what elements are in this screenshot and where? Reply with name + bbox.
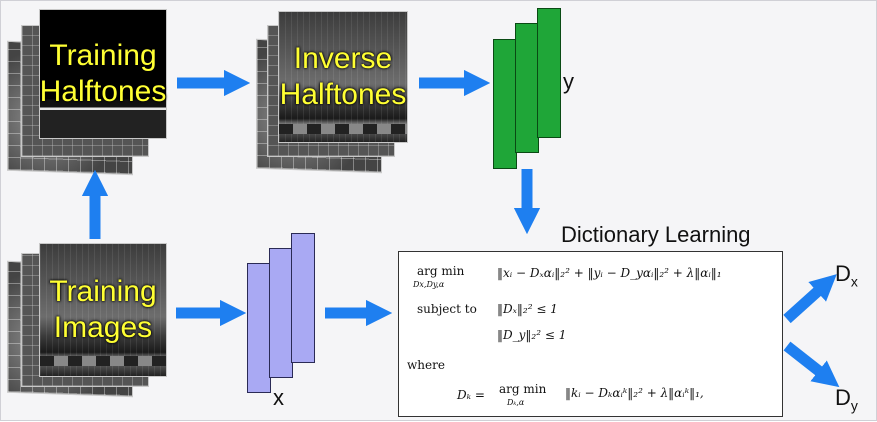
x-label: x	[273, 385, 284, 410]
x-feature-bar-2	[269, 248, 293, 378]
arrow-to-dy	[783, 341, 840, 388]
halftone-sheet-front: Training Halftones	[39, 9, 167, 139]
formula-box: arg min Dx,Dy,α ‖xᵢ − Dₓαᵢ‖₂² + ‖yᵢ − D_…	[398, 251, 783, 417]
inverse-sheet-front: Inverse Halftones	[278, 11, 408, 143]
images-sheet-front: Training Images	[39, 243, 167, 377]
where-text: where	[407, 358, 445, 372]
x-feature-bar-3	[291, 233, 315, 363]
images-stripe	[40, 356, 166, 366]
y-feature-bar-2	[515, 23, 539, 153]
argmin-subscript: Dx,Dy,α	[413, 280, 445, 289]
dy-subscript: y	[850, 397, 858, 414]
dx-label: Dx	[835, 261, 858, 289]
inverse-halftones-label: Inverse Halftones	[279, 42, 407, 111]
training-halftones-label: Training Halftones	[39, 39, 167, 108]
dy-letter: D	[835, 385, 851, 410]
dx-letter: D	[835, 261, 851, 286]
arrow-to-dx	[783, 274, 837, 324]
constraint-dx: ‖Dₓ‖₂² ≤ 1	[497, 302, 558, 316]
y-feature-bar-3	[537, 8, 561, 138]
dk-lhs: Dₖ =	[457, 388, 485, 402]
dy-label: Dy	[835, 385, 858, 413]
dx-subscript: x	[850, 273, 858, 290]
dictionary-learning-title: Dictionary Learning	[561, 222, 751, 247]
dk-argmin-text: arg min	[499, 382, 547, 396]
dk-rhs: ‖kᵢ − Dₖαᵢᵏ‖₂² + λ‖αᵢᵏ‖₁,	[565, 386, 704, 400]
argmin-text: arg min	[417, 264, 465, 278]
x-feature-bar-1	[247, 263, 271, 393]
dk-argmin-subscript: Dₖ,α	[507, 398, 525, 407]
training-images-label: Training Images	[49, 275, 157, 344]
subject-to-text: subject to	[417, 302, 477, 316]
objective-expression: ‖xᵢ − Dₓαᵢ‖₂² + ‖yᵢ − D_yαᵢ‖₂² + λ‖αᵢ‖₁	[497, 266, 722, 280]
y-label: y	[563, 69, 574, 94]
inverse-stripe	[279, 124, 407, 134]
constraint-dy: ‖D_y‖₂² ≤ 1	[497, 328, 567, 342]
